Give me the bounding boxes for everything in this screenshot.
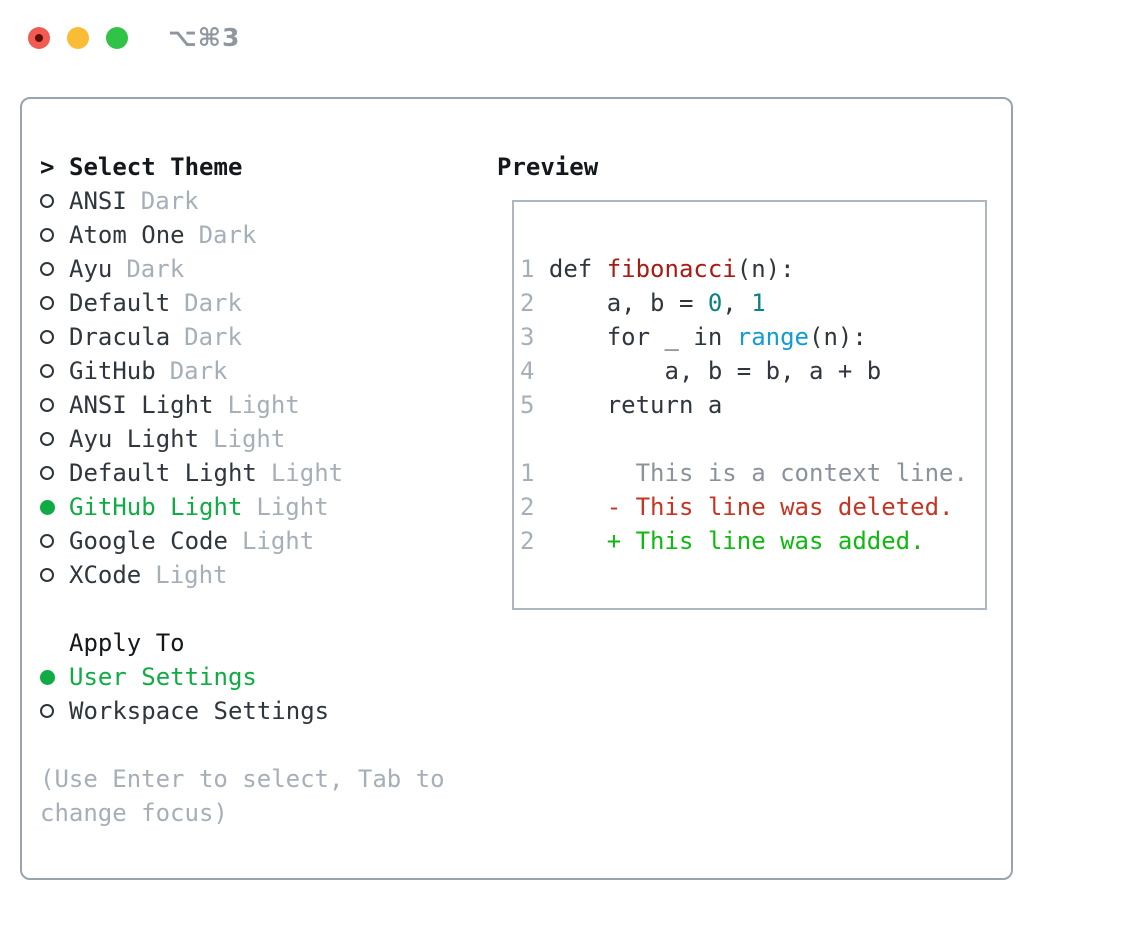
code-line: 1 def fibonacci(n): [520,255,795,283]
radio-icon [40,228,54,242]
theme-option-google-code[interactable]: Google Code Light [40,524,343,558]
apply-to-section: Apply To User Settings Workspace Setting… [40,626,329,728]
code-line [520,422,968,456]
selected-radio-icon [40,669,55,685]
theme-option-xcode[interactable]: XCode Light [40,558,343,592]
preview-code: 1 def fibonacci(n): 2 a, b = 0, 1 3 for _ … [520,252,968,558]
radio-icon [40,398,54,412]
radio-icon [40,330,54,344]
code-line: 2 - This line was deleted. [520,493,954,521]
apply-option-user-settings[interactable]: User Settings [40,660,329,694]
theme-option-ayu[interactable]: Ayu Dark [40,252,343,286]
titlebar [28,27,128,49]
theme-option-ayu-light[interactable]: Ayu Light Light [40,422,343,456]
theme-option-github-light[interactable]: GitHub Light Light [40,490,343,524]
theme-option-atom-one[interactable]: Atom One Dark [40,218,343,252]
radio-icon [40,568,54,582]
radio-icon [40,296,54,310]
radio-icon [40,262,54,276]
theme-option-dracula[interactable]: Dracula Dark [40,320,343,354]
radio-icon [40,534,54,548]
code-line: 2 a, b = 0, 1 [520,289,766,317]
preview-panel: 1 def fibonacci(n): 2 a, b = 0, 1 3 for _ … [512,200,987,610]
radio-icon [40,364,54,378]
theme-option-default-light[interactable]: Default Light Light [40,456,343,490]
window-title: ⌥⌘3 [168,23,241,52]
prompt-icon: > [40,153,55,181]
code-line: 1 This is a context line. [520,459,968,487]
code-line: 4 a, b = b, a + b [520,357,882,385]
minimize-button[interactable] [67,27,89,49]
apply-to-header: Apply To [40,626,329,660]
selected-radio-icon [40,499,55,515]
theme-option-ansi-light[interactable]: ANSI Light Light [40,388,343,422]
code-line: 3 for _ in range(n): [520,323,867,351]
code-line: 5 return a [520,391,723,419]
select-theme-title: Select Theme [69,153,243,181]
apply-option-workspace-settings[interactable]: Workspace Settings [40,694,329,728]
radio-icon [40,194,54,208]
zoom-button[interactable] [106,27,128,49]
keyboard-hint: (Use Enter to select, Tab to change focu… [40,765,445,827]
radio-icon [40,466,54,480]
radio-icon [40,704,54,718]
preview-title: Preview [497,153,599,181]
theme-option-default[interactable]: Default Dark [40,286,343,320]
select-theme-header: > Select Theme [40,150,343,184]
apply-to-title: Apply To [69,629,185,657]
radio-icon [40,432,54,446]
code-line: 2 + This line was added. [520,527,925,555]
theme-option-github[interactable]: GitHub Dark [40,354,343,388]
close-button[interactable] [28,27,50,49]
theme-picker-panel: > Select Theme ANSI Dark Atom One Dark A… [20,97,1013,880]
theme-option-ansi[interactable]: ANSI Dark [40,184,343,218]
theme-list: > Select Theme ANSI Dark Atom One Dark A… [40,150,343,592]
